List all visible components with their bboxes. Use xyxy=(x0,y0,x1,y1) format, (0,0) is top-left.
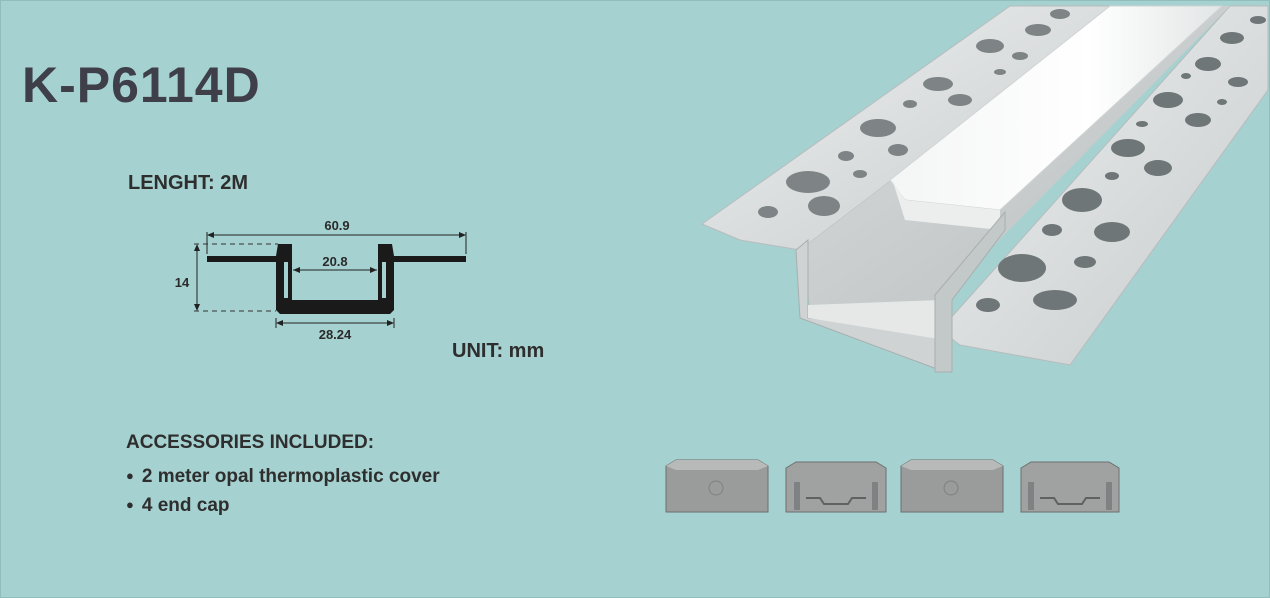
accessory-end-cap: 4 end cap xyxy=(141,495,230,516)
profile-product-render xyxy=(700,5,1269,373)
accessories-list: ● 2 meter opal thermoplastic cover ● 4 end… xyxy=(126,463,440,521)
dimension-label-height: 14 xyxy=(175,275,190,290)
end-cap-3 xyxy=(900,459,1004,513)
dimension-inner-width: 20.8 xyxy=(293,254,377,273)
accessories-title: ACCESSORIES INCLUDED: xyxy=(126,432,375,453)
bullet-icon: ● xyxy=(126,497,134,512)
unit-spec: UNIT: mm xyxy=(452,340,545,362)
profile-cross-section xyxy=(207,244,466,314)
list-item: ● 2 meter opal thermoplastic cover xyxy=(126,463,440,492)
end-cap-2 xyxy=(785,461,887,513)
dimension-label-inner: 20.8 xyxy=(322,254,347,269)
dimension-label-base: 28.24 xyxy=(319,327,352,342)
dimension-base-width: 28.24 xyxy=(275,318,395,342)
length-spec: LENGHT: 2M xyxy=(128,172,248,194)
product-code-title: K-P6114D xyxy=(22,57,261,113)
dimension-label-total: 60.9 xyxy=(324,218,349,233)
end-cap-4 xyxy=(1020,461,1120,513)
list-item: ● 4 end cap xyxy=(126,492,440,521)
bullet-icon: ● xyxy=(126,468,134,483)
dimension-height: 14 xyxy=(175,243,278,312)
accessory-cover: 2 meter opal thermoplastic cover xyxy=(141,466,440,487)
dimension-total-width: 60.9 xyxy=(206,218,467,254)
end-cap-1 xyxy=(665,459,769,513)
end-caps-row xyxy=(665,459,1120,513)
